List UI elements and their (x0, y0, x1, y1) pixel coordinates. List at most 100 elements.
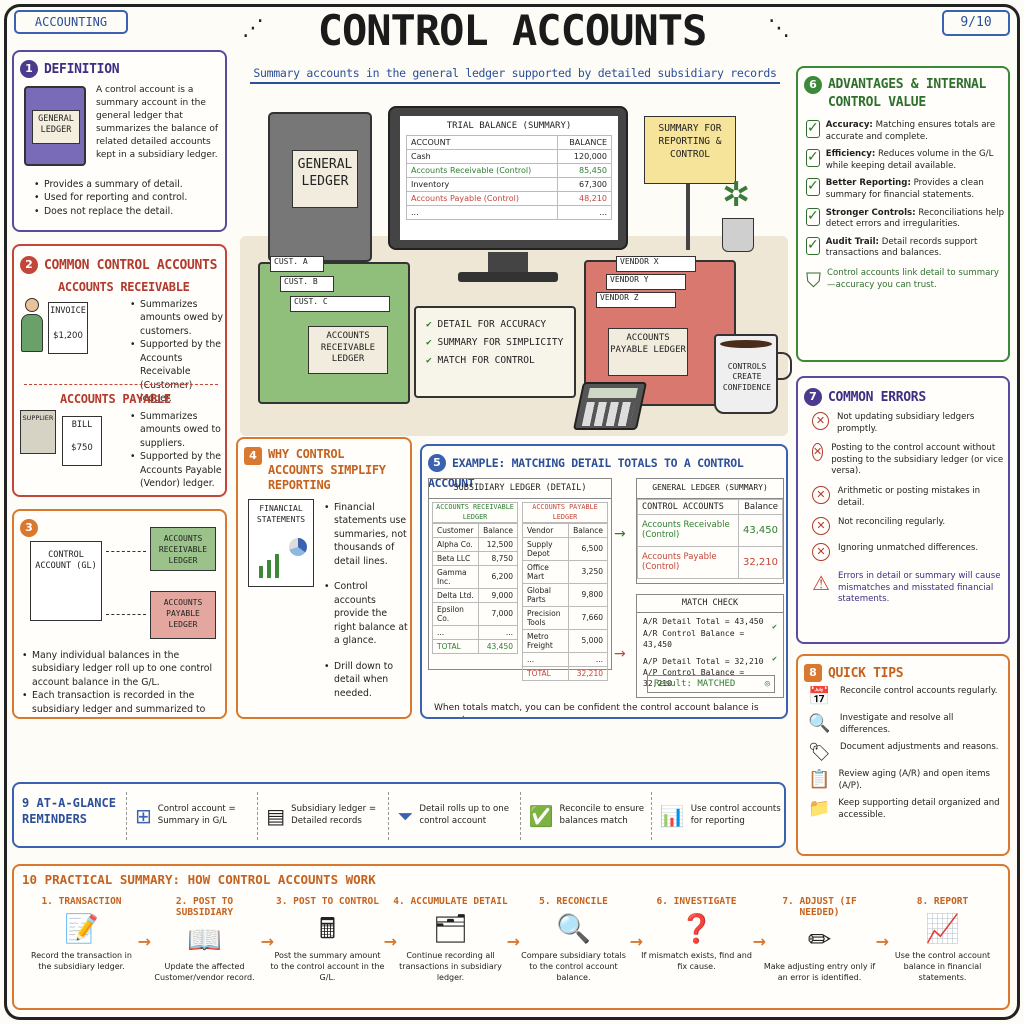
table-row: Epsilon Co.7,000 (431, 601, 518, 626)
monitor-stand (488, 252, 528, 274)
example-footer: When totals match, you can be confident … (434, 703, 759, 717)
x-circle-icon: ✕ (812, 443, 824, 462)
section-title: WHY CONTROL ACCOUNTS SIMPLIFY REPORTING (268, 447, 386, 493)
check-icon: ✔ (426, 319, 432, 330)
supplier-building-icon: SUPPLIER (20, 410, 56, 454)
list-item: Drill down to detail when needed. (324, 660, 408, 700)
list-item: 📁Keep supporting detail organized and ac… (808, 798, 1000, 820)
ar-subtitle: ACCOUNTS RECEIVABLE (58, 280, 190, 294)
binder-label: GENERAL LEDGER (292, 150, 358, 208)
ap-subtitle: ACCOUNTS PAYABLE (60, 392, 171, 406)
list-item: 1. TRANSACTION 📝 Record the transaction … (20, 894, 151, 1006)
folder-icon: 📁 (808, 798, 831, 820)
book-label: GENERAL LEDGER (32, 110, 80, 144)
ap-file-box: VENDOR X VENDOR Y VENDOR Z ACCOUNTS PAYA… (584, 256, 736, 406)
section-roll-up: 3 CONTROL ACCOUNT (GL) ACCOUNTS RECEIVAB… (12, 509, 227, 719)
errors-list: ✕Not updating subsidiary ledgers promptl… (812, 412, 1006, 606)
page-number: 9/10 (942, 10, 1010, 36)
clipboard-item: ✔ SUMMARY FOR SIMPLICITY (426, 337, 564, 349)
financial-statements-icon: FINANCIAL STATEMENTS (248, 499, 314, 587)
table-row: Accounts Payable (Control)48,210 (406, 191, 613, 207)
subsidiary-ledger: SUBSIDIARY LEDGER (DETAIL) ACCOUNTS RECE… (428, 478, 612, 681)
ap-ledger-icon: ACCOUNTS PAYABLE LEDGER (150, 591, 216, 639)
checkmark-circle-icon: ◎ (764, 679, 770, 689)
section-number: 5 (428, 453, 446, 472)
general-ledger-binder-icon: GENERAL LEDGER (268, 112, 372, 262)
list-item: 7. ADJUST (IF NEEDED) ✏ Make adjusting e… (763, 896, 889, 982)
x-circle-icon: ✕ (812, 412, 829, 430)
x-circle-icon: ✕ (812, 517, 830, 536)
list-item: 5. RECONCILE 🔍 Compare subsidiary totals… (512, 894, 643, 1006)
list-item: ✓Stronger Controls: Reconciliations help… (806, 207, 1005, 230)
table-row: Accounts Receivable (Control)43,450 (637, 513, 783, 547)
clipboard: ✔ DETAIL FOR ACCURACY ✔ SUMMARY FOR SIMP… (414, 306, 576, 398)
list-item: ✓Audit Trail: Detail records support tra… (806, 236, 978, 259)
ar-bullets: Summarizes amounts owed by customers. Su… (130, 298, 225, 406)
table-row: ...... (431, 624, 518, 640)
section-number: 3 (20, 518, 38, 537)
calendar-check-icon: 📅 (808, 686, 831, 707)
section-title: EXAMPLE: MATCHING DETAIL TOTALS TO A CON… (428, 456, 744, 490)
section-why-simplify: 4 WHY CONTROL ACCOUNTS SIMPLIFY REPORTING… (236, 437, 412, 719)
list-item: 🏷Document adjustments and reasons. (808, 742, 999, 764)
checklist-icon: 📋 (808, 769, 831, 791)
list-item: 📊Use control accounts for reporting (650, 792, 782, 840)
section-number: 7 (804, 387, 822, 406)
section-title: AT-A-GLANCE REMINDERS (22, 796, 116, 826)
arrow-ap: → (614, 646, 626, 662)
file-card: VENDOR Z (596, 292, 676, 308)
summary-sign: SUMMARY FOR REPORTING & CONTROL (644, 116, 736, 184)
section-title: ADVANTAGES & INTERNAL CONTROL VALUE (828, 77, 987, 110)
magnifier-icon: 🔍 (808, 713, 831, 734)
title-spark-left: ⋰ (242, 16, 264, 41)
check-circle-icon: ✅ (528, 804, 554, 828)
checkbox-icon: ✓ (806, 178, 820, 197)
list-item: 8. REPORT 📈 Use the control account bala… (881, 894, 1004, 1006)
pencil-icon: ✏ (807, 923, 832, 956)
x-circle-icon: ✕ (812, 485, 830, 504)
section-practical-summary: 10 PRACTICAL SUMMARY: HOW CONTROL ACCOUN… (12, 864, 1010, 1010)
list-item: ⊞Control account = Summary in G/L (126, 792, 257, 840)
list-item: Used for reporting and control. (34, 191, 224, 205)
monitor-base (458, 272, 558, 282)
list-item: ✕Not updating subsidiary ledgers promptl… (812, 412, 1006, 435)
list-item: ✓Efficiency: Reduces volume in the G/L w… (806, 149, 994, 171)
list-item: ✓Better Reporting: Provides a clean summ… (806, 178, 984, 200)
section-number: 2 (20, 255, 38, 274)
reminders-row: ⊞Control account = Summary in G/L ▤Subsi… (126, 792, 782, 840)
steps-row: 1. TRANSACTION 📝 Record the transaction … (20, 894, 1004, 1006)
general-ledger-book-icon: GENERAL LEDGER (24, 86, 86, 166)
file-box-label: ACCOUNTS PAYABLE LEDGER (608, 328, 688, 376)
table-row: Accounts Payable (Control)32,210 (637, 545, 783, 579)
category-tag: ACCOUNTING (14, 10, 128, 34)
calculator-icon (572, 382, 648, 430)
list-item: Supported by the Accounts Receivable (Cu… (130, 338, 225, 405)
section-number: 4 (244, 447, 262, 465)
clipboard-item: ✔ MATCH FOR CONTROL (426, 355, 535, 367)
magnifier-icon: 🔍 (556, 912, 591, 945)
x-circle-icon: ✕ (812, 543, 830, 562)
trial-balance-title: TRIAL BALANCE (SUMMARY) (446, 121, 572, 131)
table-row: Alpha Co.12,500 (431, 536, 518, 552)
check-icon: ✔ (772, 622, 777, 632)
arrow-right-icon: → (629, 932, 643, 951)
arrow-right-icon: → (260, 932, 274, 951)
file-card: CUST. C (290, 296, 390, 312)
definition-text: A control account is a summary account i… (96, 85, 219, 161)
tips-list: 📅Reconcile control accounts regularly. 🔍… (808, 686, 1006, 822)
table-row: Gamma Inc.6,200 (431, 564, 518, 589)
ar-ledger-icon: ACCOUNTS RECEIVABLE LEDGER (150, 527, 216, 571)
bill-icon: BILL $750 (62, 416, 102, 466)
list-item: Does not replace the detail. (34, 205, 224, 219)
warning-icon: ⚠ (812, 571, 830, 596)
